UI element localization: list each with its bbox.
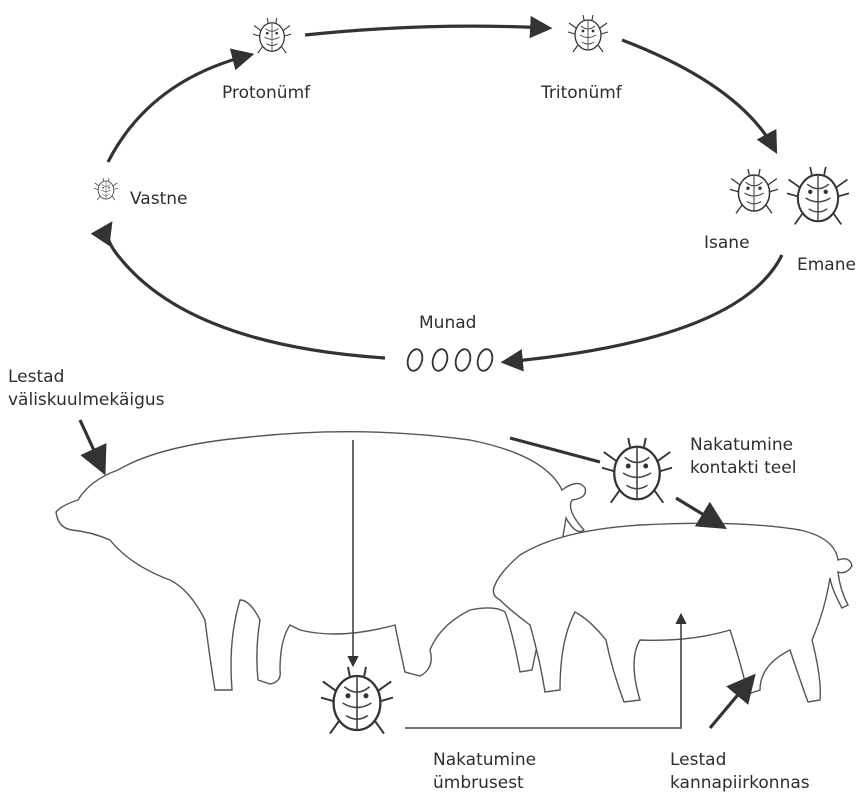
arrow-to-heel — [710, 678, 752, 728]
environment-mite-icon — [321, 667, 393, 734]
larva-mite-icon — [94, 178, 118, 200]
label-male: Isane — [704, 232, 750, 255]
arrow-to-ear — [80, 420, 103, 470]
arrow-protonymph-to-tritonymph — [305, 26, 548, 35]
eggs-icon — [405, 348, 494, 373]
male-mite-icon — [730, 169, 778, 213]
label-female: Emane — [797, 254, 856, 277]
arrow-larva-to-protonymph — [108, 55, 250, 162]
tritonymph-mite-icon — [568, 15, 608, 52]
arrow-adults-to-eggs — [505, 255, 782, 362]
label-tritonymph: Tritonümf — [541, 82, 622, 105]
protonymph-mite-icon — [253, 18, 291, 53]
arrow-tritonymph-to-adults — [622, 40, 775, 150]
label-eggs: Munad — [419, 312, 476, 335]
contact-mite-icon — [602, 438, 672, 503]
label-contact-infection: Nakatumine kontakti teel — [690, 434, 796, 480]
label-protonymph: Protonümf — [222, 82, 310, 105]
label-environment-infection: Nakatumine ümbrusest — [433, 749, 536, 795]
label-larva: Vastne — [130, 188, 187, 211]
female-mite-icon — [787, 167, 849, 224]
small-pig-outline — [493, 523, 852, 702]
arrow-eggs-to-larva — [108, 225, 385, 358]
label-heel-mites: Lestad kannapiirkonnas — [670, 749, 810, 795]
label-ear-mites: Lestad väliskuulmekäigus — [8, 366, 165, 412]
arrow-contact-to-small-pig — [676, 498, 722, 526]
large-pig-outline — [56, 432, 585, 690]
